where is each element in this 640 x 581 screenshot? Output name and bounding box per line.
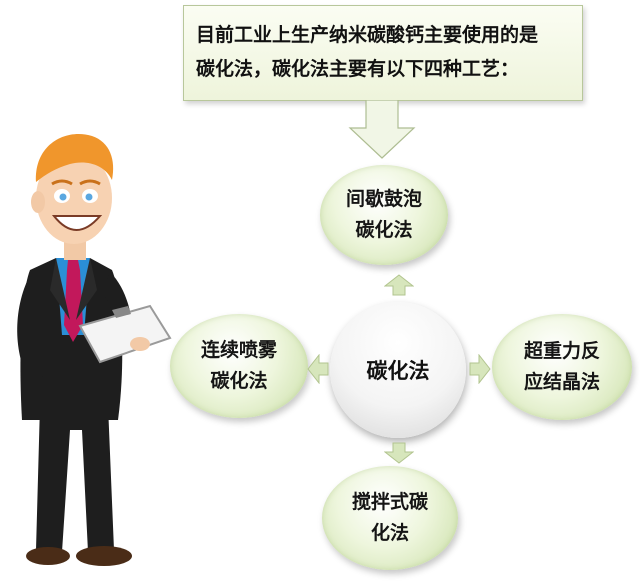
arrow-right-icon: [469, 354, 491, 384]
arrow-up-icon: [384, 274, 414, 296]
method-right-line-2: 应结晶法: [523, 371, 600, 393]
clipboard-icon: [78, 304, 172, 364]
arrow-down-icon: [384, 442, 414, 464]
callout-line-2: 碳化法，碳化法主要有以下四种工艺：: [196, 58, 520, 80]
method-left-line-2: 碳化法: [210, 370, 268, 392]
method-bottom-line-1: 搅拌式碳: [351, 491, 428, 513]
method-node-left: 连续喷雾 碳化法: [170, 314, 308, 418]
method-node-bottom: 搅拌式碳 化法: [322, 466, 458, 570]
method-top-line-1: 间歇鼓泡: [345, 188, 422, 210]
callout-line-1: 目前工业上生产纳米碳酸钙主要使用的是: [196, 24, 539, 46]
method-node-right: 超重力反 应结晶法: [492, 314, 632, 420]
method-top-line-2: 碳化法: [355, 219, 413, 241]
method-node-top: 间歇鼓泡 碳化法: [320, 165, 448, 265]
center-label: 碳化法: [366, 359, 430, 383]
method-right-line-1: 超重力反: [523, 340, 600, 362]
callout-down-arrow-icon: [348, 100, 416, 159]
method-bottom-line-2: 化法: [370, 522, 409, 544]
businessman-illustration: [17, 133, 172, 566]
method-left-line-1: 连续喷雾: [200, 339, 277, 361]
center-method-circle: 碳化法: [330, 302, 466, 438]
description-callout: 目前工业上生产纳米碳酸钙主要使用的是 碳化法，碳化法主要有以下四种工艺：: [183, 5, 583, 101]
arrow-left-icon: [307, 354, 329, 384]
